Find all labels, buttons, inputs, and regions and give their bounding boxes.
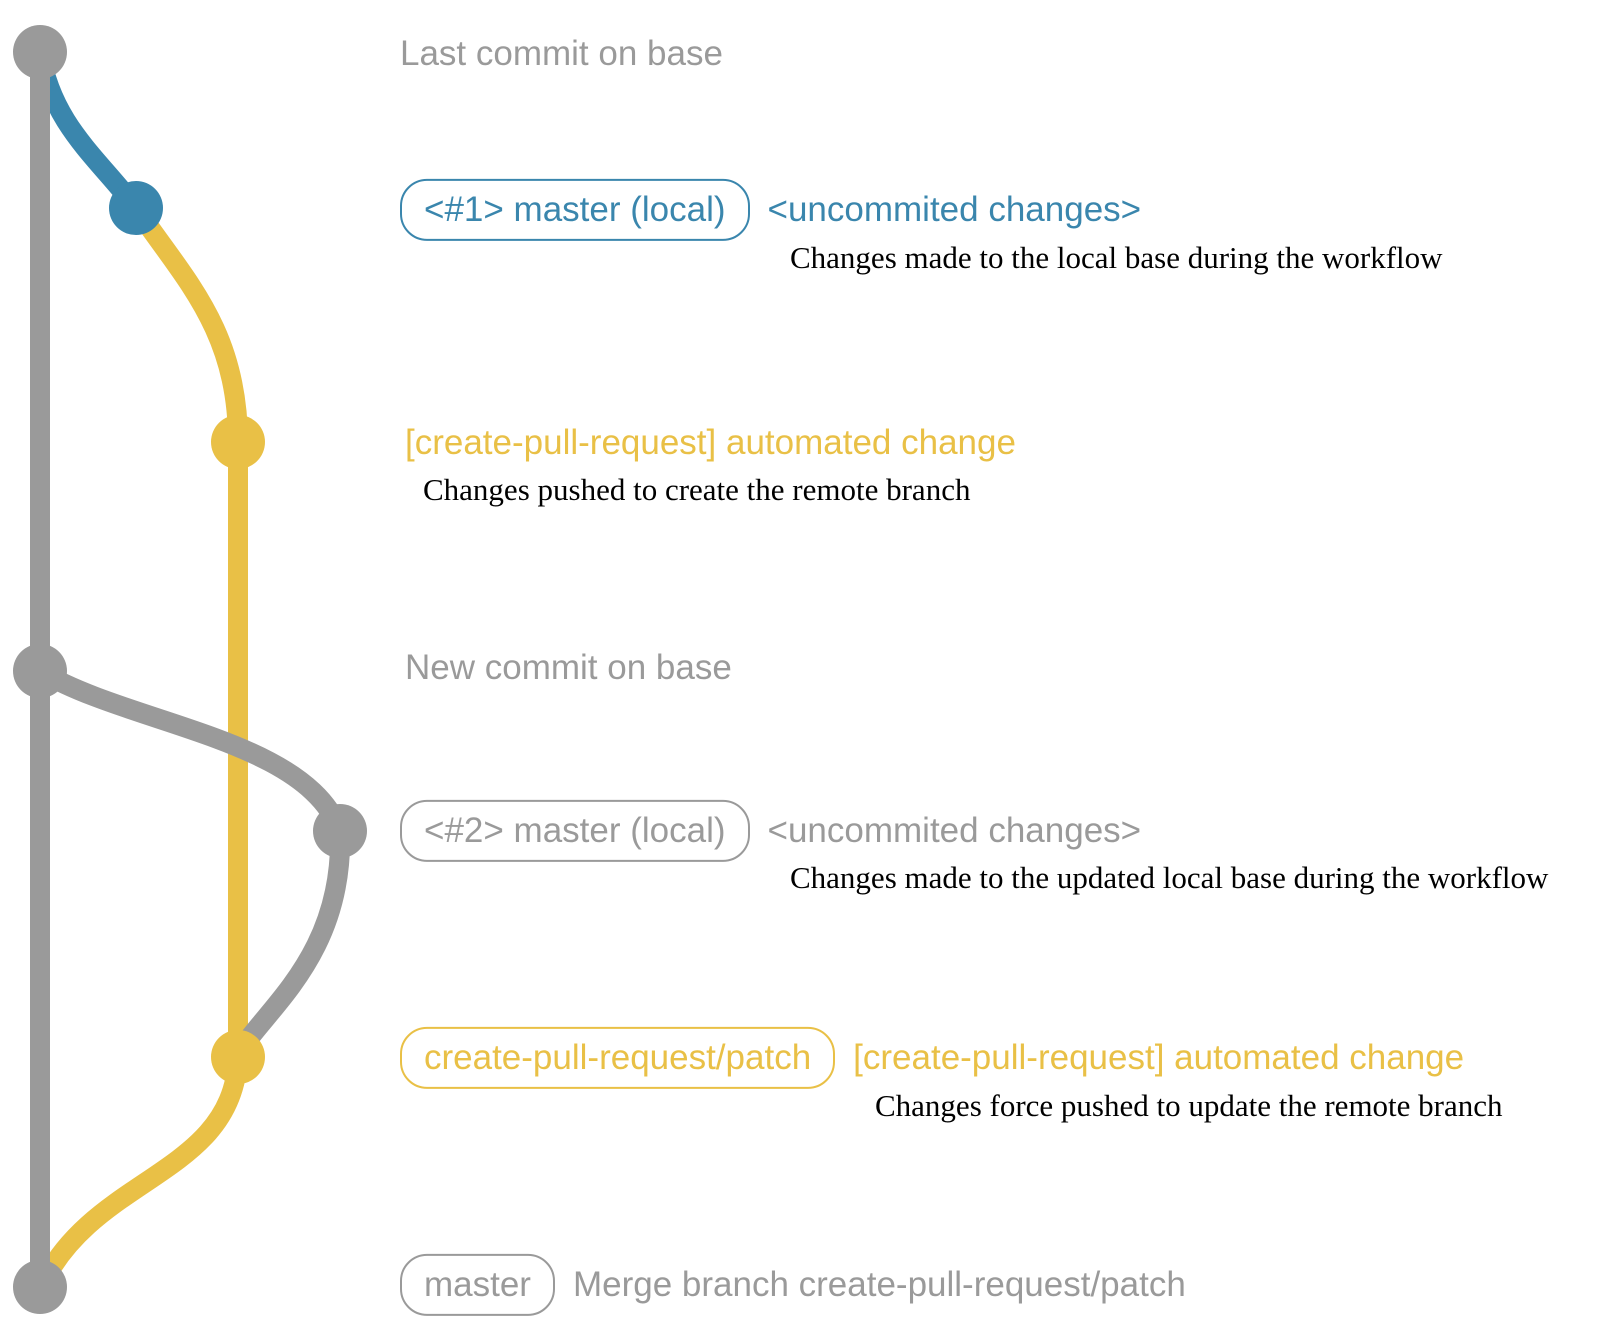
caption-automated-1: Changes pushed to create the remote bran… <box>423 472 971 507</box>
branch-badge-master: master <box>400 1253 555 1317</box>
branch-badge-local-master-1: <#1> master (local) <box>400 178 750 242</box>
commit-message-uncommitted-2: <uncommited changes> <box>767 810 1142 850</box>
commit-node-uncommitted-changes-1 <box>109 181 163 235</box>
edge-patch-to-merge <box>32 1056 248 1290</box>
caption-uncommitted-1: Changes made to the local base during th… <box>790 240 1443 275</box>
new-commit-label: New commit on base <box>405 647 732 687</box>
edge-base-to-local2 <box>34 662 350 835</box>
edge-local1-to-patch <box>127 202 248 443</box>
branch-badge-patch: create-pull-request/patch <box>400 1026 836 1090</box>
last-commit-label: Last commit on base <box>400 33 723 73</box>
commit-node-merge-commit <box>13 1260 67 1314</box>
label-row-local-master-2: <#2> master (local) <uncommited changes> <box>400 799 1142 863</box>
commit-node-uncommitted-changes-2 <box>313 804 367 858</box>
commit-message-automated-2: [create-pull-request] automated change <box>853 1037 1465 1077</box>
commit-message-merge: Merge branch create-pull-request/patch <box>572 1264 1186 1304</box>
edge-base-to-local1 <box>30 50 144 215</box>
caption-automated-2: Changes force pushed to update the remot… <box>875 1088 1503 1123</box>
label-row-patch-branch: create-pull-request/patch [create-pull-r… <box>400 1026 1465 1090</box>
commit-node-last-commit-on-base <box>13 25 67 79</box>
commit-node-automated-change-2 <box>211 1030 265 1084</box>
branch-badge-local-master-2: <#2> master (local) <box>400 799 750 863</box>
label-row-last-commit: Last commit on base <box>400 33 723 74</box>
label-row-local-master-1: <#1> master (local) <uncommited changes> <box>400 178 1142 242</box>
edge-local2-to-patch <box>230 830 351 1059</box>
commit-node-automated-change-1 <box>211 415 265 469</box>
commit-message-uncommitted-1: <uncommited changes> <box>767 189 1142 229</box>
commit-node-new-commit-on-base <box>13 644 67 698</box>
label-row-automated-change-1: [create-pull-request] automated change <box>405 422 1016 463</box>
commit-message-automated-1: [create-pull-request] automated change <box>405 422 1016 462</box>
caption-uncommitted-2: Changes made to the updated local base d… <box>790 860 1549 895</box>
label-row-new-commit: New commit on base <box>405 647 732 688</box>
label-row-merge: master Merge branch create-pull-request/… <box>400 1253 1186 1317</box>
